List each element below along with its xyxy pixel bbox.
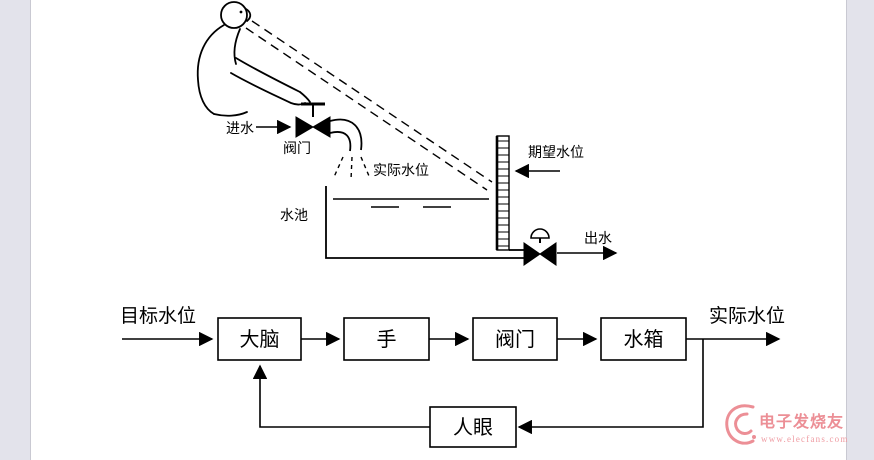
watermark-title: 电子发烧友 (759, 412, 844, 431)
actual-level-label: 实际水位 (373, 163, 429, 179)
inlet-label: 进水 (226, 121, 254, 137)
block-tank (600, 317, 687, 361)
block-brain (217, 317, 302, 361)
inlet-valve (256, 102, 331, 138)
block-hand (343, 317, 430, 361)
document-page (30, 0, 847, 460)
outlet-label: 出水 (584, 231, 612, 247)
site-watermark: 电子发烧友 www.elecfans.com (725, 404, 849, 445)
feedback-line-left (252, 364, 430, 428)
block-hand-label: 手 (377, 328, 397, 351)
block-eye (429, 406, 517, 448)
block-valve-label: 阀门 (495, 328, 535, 351)
flame-swirl-icon (725, 404, 756, 445)
outlet-valve (523, 228, 557, 266)
valve-label: 阀门 (283, 141, 311, 157)
target-level-label: 目标水位 (120, 305, 196, 327)
actual-level-output-label: 实际水位 (709, 305, 785, 327)
line-of-sight-dashes (245, 20, 493, 191)
block-diagram: 目标水位 大脑 手 阀门 水箱 实际水位 人眼 (120, 305, 785, 448)
feedback-line-right (517, 339, 704, 435)
spout-pipe (329, 118, 363, 152)
desired-level-label: 期望水位 (528, 145, 584, 161)
water-pool (325, 186, 524, 259)
pool-label: 水池 (280, 208, 308, 224)
operator-figure (196, 1, 311, 117)
water-spray (333, 156, 370, 181)
block-eye-label: 人眼 (453, 416, 493, 439)
block-brain-label: 大脑 (240, 328, 280, 351)
watermark-url: www.elecfans.com (761, 434, 849, 444)
level-scale (495, 135, 510, 251)
block-tank-label: 水箱 (624, 328, 664, 351)
